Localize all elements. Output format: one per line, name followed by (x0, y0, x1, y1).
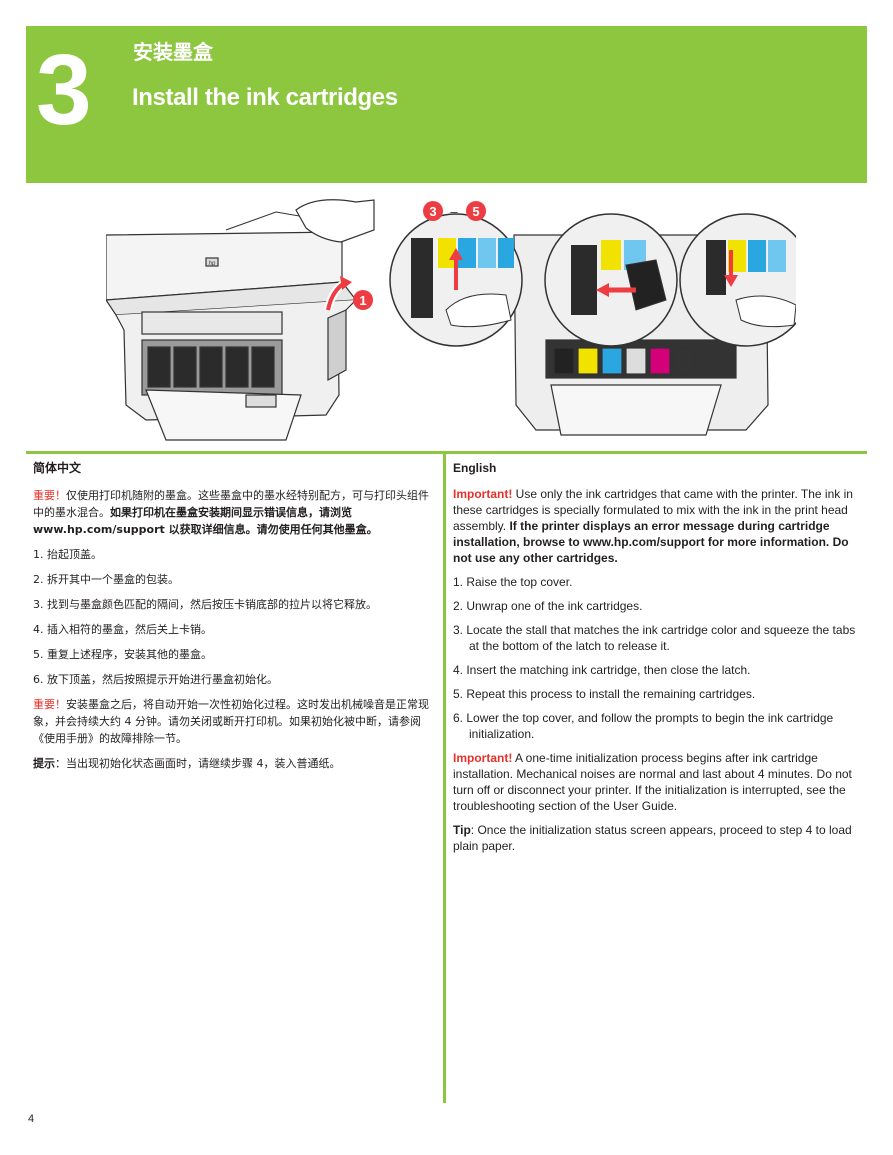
step-badge-1 (353, 290, 373, 310)
chinese-instructions-column: 简体中文 重要！仅使用打印机随附的墨盒。这些墨盒中的墨水经特别配方，可与打印头组… (33, 460, 435, 780)
english-tip: Tip: Once the initialization status scre… (453, 822, 865, 854)
cartridge-install-illustration: 1 (106, 199, 796, 441)
list-item: 1. 抬起顶盖。 (33, 548, 102, 561)
list-item: 5. Repeat this process to install the re… (453, 687, 756, 701)
english-important-label: Important! (453, 487, 513, 501)
lift-arrow-icon (324, 276, 352, 311)
list-item: 2. 拆开其中一个墨盒的包装。 (33, 573, 179, 586)
list-item: 5. 重复上述程序，安装其他的墨盒。 (33, 648, 212, 661)
english-important2-label: Important! (453, 751, 513, 765)
chinese-heading: 简体中文 (33, 461, 82, 475)
english-tip-text: : Once the initialization status screen … (453, 823, 852, 853)
chinese-tip-label: 提示 (33, 757, 55, 770)
title-english: Install the ink cartridges (132, 84, 398, 111)
step-badge-5-label: 5 (472, 204, 479, 219)
title-chinese: 安装墨盒 (133, 40, 213, 64)
chinese-tip-text: ：当出现初始化状态画面时，请继续步骤 4，装入普通纸。 (55, 757, 341, 770)
english-important-note-2: Important! A one-time initialization pro… (453, 750, 865, 814)
step-number: 3 (36, 34, 92, 146)
english-important-text: Use only the ink cartridges that came wi… (453, 487, 853, 533)
section-divider-horizontal (26, 451, 867, 454)
chinese-important-label: 重要！ (33, 489, 66, 502)
list-item: 3. Locate the stall that matches the ink… (453, 623, 856, 653)
list-item: 1. Raise the top cover. (453, 575, 573, 589)
english-steps-list: 1. Raise the top cover. 2. Unwrap one of… (453, 574, 865, 742)
chinese-important-bold: 如果打印机在墨盒安装期间显示错误信息，请浏览 www.hp.com/suppor… (33, 506, 378, 536)
step-badge-1-label: 1 (359, 293, 366, 308)
step-range-dash: – (450, 204, 458, 219)
list-item: 4. Insert the matching ink cartridge, th… (453, 663, 751, 677)
list-item: 2. Unwrap one of the ink cartridges. (453, 599, 643, 613)
page-number: 4 (28, 1113, 35, 1125)
step-badge-3-label: 3 (429, 204, 436, 219)
list-item: 6. 放下顶盖，然后按照提示开始进行墨盒初始化。 (33, 673, 278, 686)
step-badge-3 (423, 201, 443, 221)
list-item: 4. 插入相符的墨盒，然后关上卡销。 (33, 623, 212, 636)
chinese-steps-list: 1. 抬起顶盖。 2. 拆开其中一个墨盒的包装。 3. 找到与墨盒颜色匹配的隔间… (33, 546, 435, 688)
list-item: 6. Lower the top cover, and follow the p… (453, 711, 834, 741)
step-banner: 3 安装墨盒 Install the ink cartridges (26, 26, 867, 183)
list-item: 3. 找到与墨盒颜色匹配的隔间，然后按压卡销底部的拉片以将它释放。 (33, 598, 377, 611)
printer-open-cover-drawing (106, 199, 375, 441)
english-heading: English (453, 461, 497, 475)
english-important2-text: A one-time initialization process begins… (453, 751, 852, 813)
english-tip-label: Tip (453, 823, 471, 837)
chinese-important2-text: 安装墨盒之后，将自动开始一次性初始化过程。这时发出机械噪音是正常现象，并会持续大… (33, 698, 429, 745)
printer-logo: hp (209, 261, 216, 267)
chinese-important-note: 重要！仅使用打印机随附的墨盒。这些墨盒中的墨水经特别配方，可与打印头组件中的墨水… (33, 487, 435, 538)
chinese-important-text: 仅使用打印机随附的墨盒。这些墨盒中的墨水经特别配方，可与打印头组件中的墨水混合。 (33, 489, 429, 519)
chinese-tip: 提示：当出现初始化状态画面时，请继续步骤 4，装入普通纸。 (33, 755, 435, 772)
chinese-important2-label: 重要！ (33, 698, 66, 711)
english-important-bold: If the printer displays an error message… (453, 519, 849, 565)
closeup-close-latch (679, 213, 796, 347)
step-badge-5 (466, 201, 486, 221)
closeup-open-latch (389, 213, 523, 347)
column-divider-vertical (443, 451, 446, 1103)
closeup-insert-cartridge (544, 213, 678, 347)
english-important-note: Important! Use only the ink cartridges t… (453, 486, 865, 566)
english-instructions-column: English Important! Use only the ink cart… (453, 460, 865, 862)
chinese-important-note-2: 重要！安装墨盒之后，将自动开始一次性初始化过程。这时发出机械噪音是正常现象，并会… (33, 696, 435, 747)
